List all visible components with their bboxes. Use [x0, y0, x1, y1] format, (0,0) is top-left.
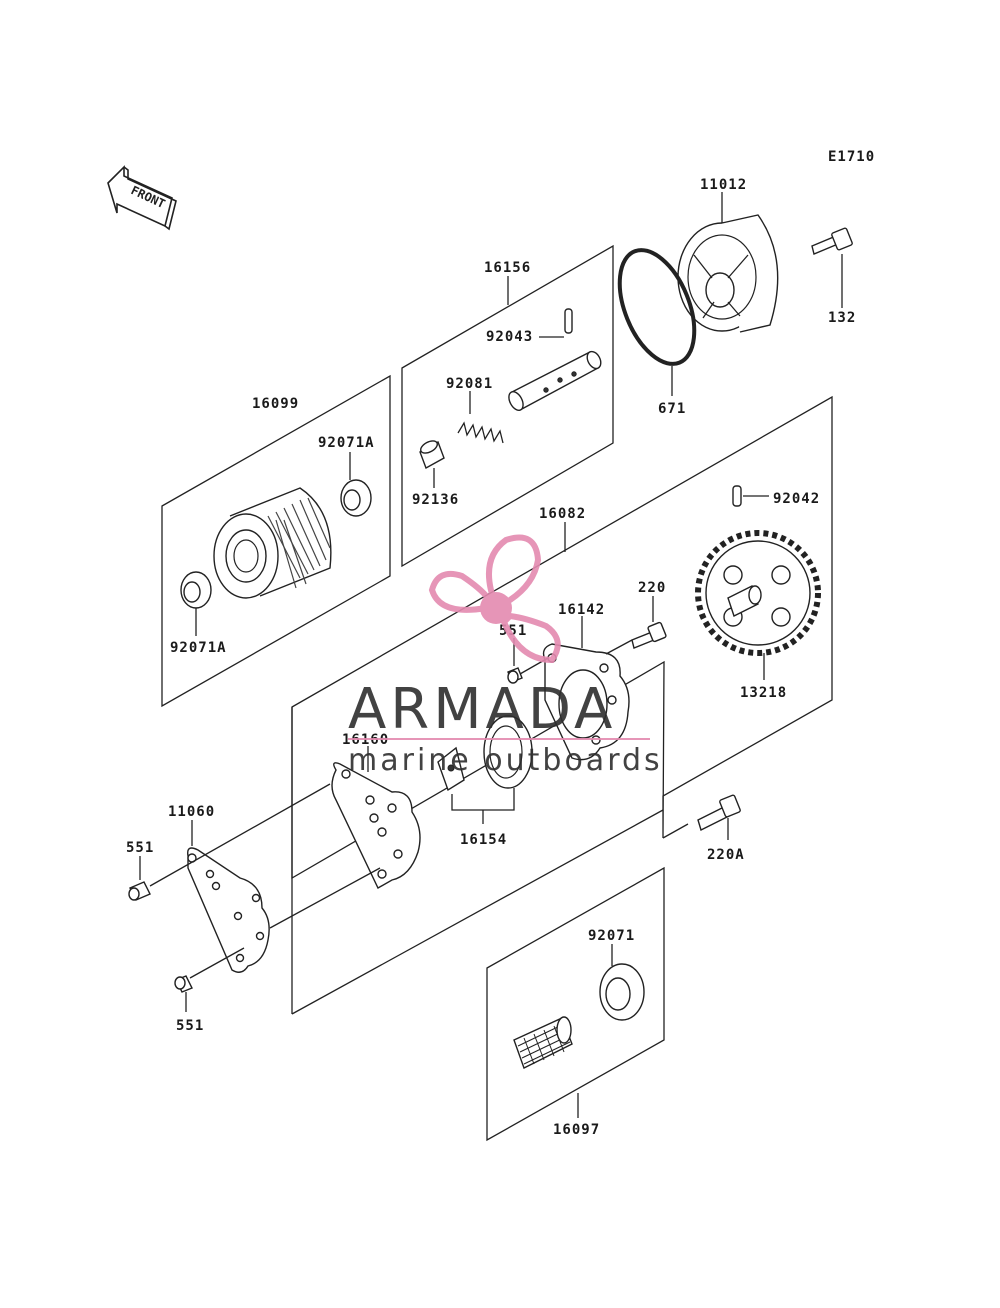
watermark-tagline: marine outboards — [348, 743, 663, 778]
label-551-bot: 551 — [176, 1018, 204, 1034]
dowel-551-left — [128, 881, 151, 901]
diagram-code: E1710 — [828, 149, 875, 165]
box-16097 — [486, 866, 665, 1142]
watermark-brand: ARMADA — [348, 677, 616, 742]
label-92043: 92043 — [486, 329, 533, 345]
spring-92081 — [457, 421, 504, 444]
oil-pump-cover — [677, 214, 779, 333]
box-16099 — [161, 374, 391, 708]
seal-92071 — [599, 963, 645, 1021]
label-16097: 16097 — [553, 1122, 600, 1138]
label-92081: 92081 — [446, 376, 493, 392]
label-11060: 11060 — [168, 804, 215, 820]
label-92042: 92042 — [773, 491, 820, 507]
label-16154: 16154 — [460, 832, 507, 848]
o-ring-671 — [617, 248, 697, 366]
valve-92136 — [419, 440, 445, 470]
front-arrow-icon: FRONT — [107, 165, 177, 231]
label-132: 132 — [828, 310, 856, 326]
oil-filter-16099 — [213, 487, 332, 599]
plate-16160 — [331, 762, 421, 889]
inner-rotor — [437, 746, 465, 792]
label-220a: 220A — [707, 847, 745, 863]
outer-rotor — [483, 715, 533, 789]
seal-92071a-top — [340, 479, 372, 517]
label-16142: 16142 — [558, 602, 605, 618]
bolt-220 — [631, 621, 667, 649]
seal-92071a-bot — [180, 571, 212, 609]
relief-valve-pipe — [508, 350, 602, 411]
dowel-551-bot — [174, 975, 193, 993]
label-92071a-bot: 92071A — [170, 640, 227, 656]
pin-92043 — [564, 308, 573, 334]
label-92071: 92071 — [588, 928, 635, 944]
label-16099: 16099 — [252, 396, 299, 412]
bolt-220a — [697, 794, 741, 831]
propeller-icon — [428, 534, 561, 664]
box-16082 — [291, 395, 833, 880]
pin-92042 — [732, 485, 742, 507]
dowel-551-top — [507, 667, 523, 684]
label-671: 671 — [658, 401, 686, 417]
gear-13218 — [695, 530, 821, 656]
armada-logo: ARMADA marine outboards — [348, 534, 663, 778]
label-11012: 11012 — [700, 177, 747, 193]
label-551-left: 551 — [126, 840, 154, 856]
bolt-132 — [811, 227, 853, 255]
strainer-16097 — [513, 1016, 573, 1069]
label-13218: 13218 — [740, 685, 787, 701]
label-16156: 16156 — [484, 260, 531, 276]
label-92071a-top: 92071A — [318, 435, 375, 451]
label-220: 220 — [638, 580, 666, 596]
pump-body-16142 — [542, 643, 630, 761]
box-16156 — [401, 244, 614, 568]
label-16082: 16082 — [539, 506, 586, 522]
plate-11060 — [187, 847, 270, 973]
label-92136: 92136 — [412, 492, 459, 508]
